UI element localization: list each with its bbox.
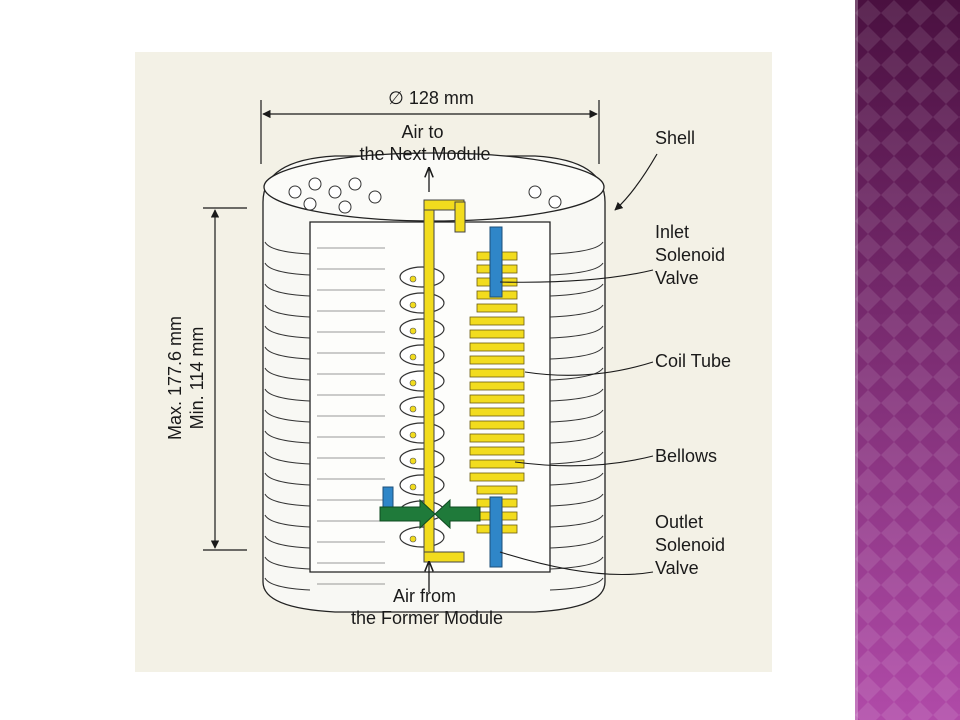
shell-ring-left [264,304,311,318]
bellows-rib [469,407,525,417]
shell-ring-left [264,241,311,255]
bellows-rib [469,394,525,404]
coil-loop [399,318,445,340]
shell-ring-left [264,430,311,444]
bellows-leader [514,455,654,467]
shell-ring-right [549,430,604,444]
outlet-valve-label: Outlet Solenoid Valve [655,512,730,578]
shell-ring-left [264,262,311,276]
shell-ring-right [549,241,604,255]
coil-loop [399,344,445,366]
shell-ring-right [549,556,604,570]
bellows-rib [469,381,525,391]
green-flow-arrows [379,498,481,530]
shell-ring-right [549,451,604,465]
air-to-next-label: Air to the Next Module [359,122,490,164]
coil-loop [399,292,445,314]
shell-ring-right [549,325,604,339]
bellows-rib [469,342,525,352]
bellows-rib [469,368,525,378]
coil-loop [399,370,445,392]
coil-dot [409,301,417,309]
shell-ring-right [549,535,604,549]
coil-loop [399,422,445,444]
yellow-air-channel [423,199,466,563]
inlet-valve-body [489,226,503,298]
coil-dot [409,379,417,387]
shell-ring-left [264,325,311,339]
shell-rings [264,241,604,591]
coil-dot [409,353,417,361]
module-cutaway-diagram: ∅ 128 mm Max. 177.6 mm Min. 114 mm Air t… [135,52,772,672]
bellows-label: Bellows [655,446,717,466]
solenoid-valves [382,226,503,568]
height-min-label: Min. 114 mm [187,327,207,430]
shell-label: Shell [655,128,695,148]
shell-ring-right [549,493,604,507]
bellows-rib [469,446,525,456]
shell-ring-right [549,346,604,360]
shell-ring-right [549,262,604,276]
side-band-pattern [855,0,960,720]
bellows-rib [469,316,525,326]
shell-leader [614,153,658,211]
coil-loop [399,526,445,548]
bellows-rib [469,420,525,430]
inlet-valve-label: Inlet Solenoid Valve [655,222,730,288]
coil-dot [409,457,417,465]
bellows-rib [469,355,525,365]
height-dimension [203,207,247,551]
bellows-rib [469,459,525,469]
height-max-label: Max. 177.6 mm [165,316,185,440]
shell-ring-left [264,514,311,528]
outlet-valve-leader [499,551,654,576]
shell-ring-left [264,367,311,381]
shell-ring-left [264,346,311,360]
diameter-dimension [260,100,600,164]
shell-ring-right [549,388,604,402]
outlet-valve-body [489,496,503,568]
shell-ring-right [549,514,604,528]
shell-ring-right [549,367,604,381]
bellows-rib [476,485,518,495]
bellows-rib [469,329,525,339]
shell-ring-left [264,283,311,297]
shell-ring-right [549,409,604,423]
coil-dot [409,405,417,413]
air-from-former-label: Air from the Former Module [351,586,503,628]
shell-ring-left [264,535,311,549]
shell-ring-left [264,556,311,570]
coil-loop [399,474,445,496]
bellows-rib [469,472,525,482]
coil-dot [409,431,417,439]
coil-tube-label: Coil Tube [655,351,731,371]
module-figure: ∅ 128 mm Max. 177.6 mm Min. 114 mm Air t… [135,52,772,672]
coil-dot [409,483,417,491]
coil-loop [399,266,445,288]
shell-ring-right [549,304,604,318]
shell-ring-left [264,472,311,486]
shell-ring-right [549,283,604,297]
coil-dot [409,327,417,335]
shell-ring-left [264,577,311,591]
coil-loop [399,396,445,418]
shell-ring-left [264,388,311,402]
shell-ring-left [264,493,311,507]
inlet-valve-leader [499,269,654,283]
bellows-rib [476,303,518,313]
coil-loop [399,448,445,470]
coil-dot [409,535,417,543]
bellows-rib [469,433,525,443]
shell-ring-left [264,451,311,465]
lid-holes [288,177,562,214]
coil-dot [409,275,417,283]
decorative-side-band [855,0,960,720]
shell-ring-right [549,472,604,486]
coil-tube-leader [524,361,654,376]
shell-ring-right [549,577,604,591]
diameter-label: ∅ 128 mm [388,88,474,108]
shell-ring-left [264,409,311,423]
